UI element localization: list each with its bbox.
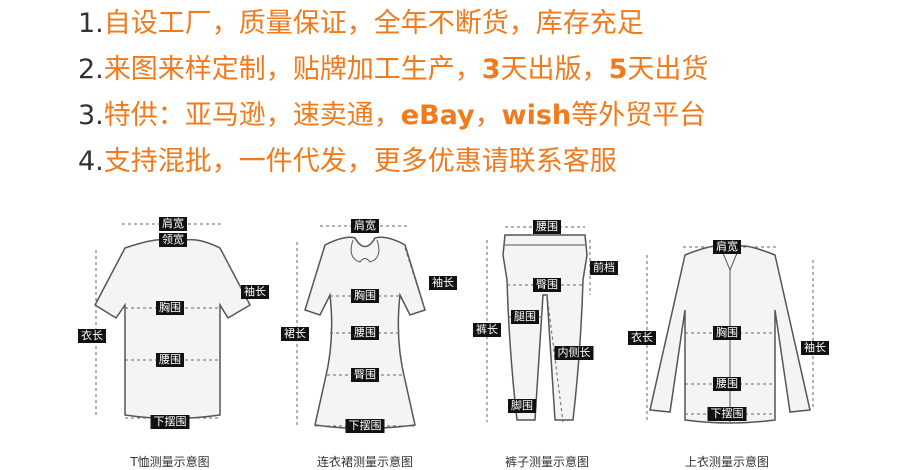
tshirt-hem-label: 下摆围 (150, 415, 190, 429)
tshirt-collar-label: 领宽 (159, 233, 187, 247)
shirt-sleeve-label: 袖长 (801, 341, 829, 355)
pants-thigh-label: 腿围 (511, 310, 539, 324)
tshirt-diagram: 肩宽 领宽 袖长 衣长 胸围 腰围 下摆围 T恤测量示意图 (70, 200, 275, 470)
shirt-length-label: 衣长 (628, 331, 656, 345)
feature-text: 自设工厂，质量保证，全年不断货，库存充足 (103, 8, 644, 39)
pants-rise-label: 前档 (590, 261, 618, 275)
feature-text: eBay (400, 100, 475, 131)
feature-line-1: 1.自设工厂，质量保证，全年不断货，库存充足 (78, 4, 644, 44)
feature-number: 4. (78, 146, 104, 177)
feature-text: 等外贸平台 (571, 100, 707, 131)
shirt-diagram: 肩宽 衣长 袖长 胸围 腰围 下摆围 上衣测量示意图 (625, 200, 835, 470)
dress-shoulder-label: 肩宽 (351, 219, 379, 233)
feature-line-3: 3.特供：亚马逊，速卖通，eBay，wish等外贸平台 (78, 96, 706, 136)
dress-caption: 连衣裙测量示意图 (316, 455, 414, 469)
pants-diagram: 腰围 前档 臀围 裤长 腿围 内侧长 脚围 裤子测量示意图 (465, 200, 630, 470)
pants-leg-label: 脚围 (508, 399, 536, 413)
feature-text: ， (474, 100, 502, 131)
dress-sleeve-label: 袖长 (429, 276, 457, 290)
feature-text: 特供：亚马逊，速卖通， (103, 100, 401, 131)
dress-hem-label: 下摆围 (345, 419, 385, 433)
shirt-waist-label: 腰围 (713, 377, 741, 391)
tshirt-chest-label: 胸围 (156, 301, 184, 315)
feature-number: 3. (78, 100, 104, 131)
feature-text: 3 (481, 54, 501, 85)
tshirt-shoulder-label: 肩宽 (159, 217, 187, 231)
feature-text: 天出货 (627, 54, 709, 85)
shirt-hem-label: 下摆围 (707, 407, 747, 421)
shirt-chest-label: 胸围 (713, 326, 741, 340)
pants-length-label: 裤长 (473, 323, 501, 337)
tshirt-sleeve-label: 袖长 (241, 285, 269, 299)
shirt-caption: 上衣测量示意图 (684, 455, 770, 469)
pants-hip-label: 臀围 (533, 278, 561, 292)
feature-text: 支持混批，一件代发，更多优惠请联系客服 (103, 146, 617, 177)
pants-caption: 裤子测量示意图 (504, 455, 590, 469)
feature-number: 1. (78, 8, 104, 39)
feature-text: 5 (608, 54, 628, 85)
pants-inseam-label: 内侧长 (554, 346, 594, 360)
dress-length-label: 裙长 (281, 327, 309, 341)
pants-waist-label: 腰围 (533, 220, 561, 234)
dress-waist-label: 腰围 (351, 326, 379, 340)
feature-text: wish (501, 100, 572, 131)
tshirt-caption: T恤测量示意图 (130, 455, 210, 469)
feature-text: 天出版， (500, 54, 609, 85)
dress-hip-label: 臀围 (351, 368, 379, 382)
dress-outline (296, 225, 426, 430)
shirt-shoulder-label: 肩宽 (713, 240, 741, 254)
tshirt-waist-label: 腰围 (156, 353, 184, 367)
feature-line-4: 4.支持混批，一件代发，更多优惠请联系客服 (78, 142, 617, 182)
feature-text: 来图来样定制，贴牌加工生产， (103, 54, 482, 85)
tshirt-length-label: 衣长 (78, 329, 106, 343)
dress-diagram: 肩宽 袖长 裙长 胸围 腰围 臀围 下摆围 连衣裙测量示意图 (275, 200, 457, 470)
feature-number: 2. (78, 54, 104, 85)
feature-line-2: 2.来图来样定制，贴牌加工生产，3天出版，5天出货 (78, 50, 708, 90)
dress-chest-label: 胸围 (351, 289, 379, 303)
